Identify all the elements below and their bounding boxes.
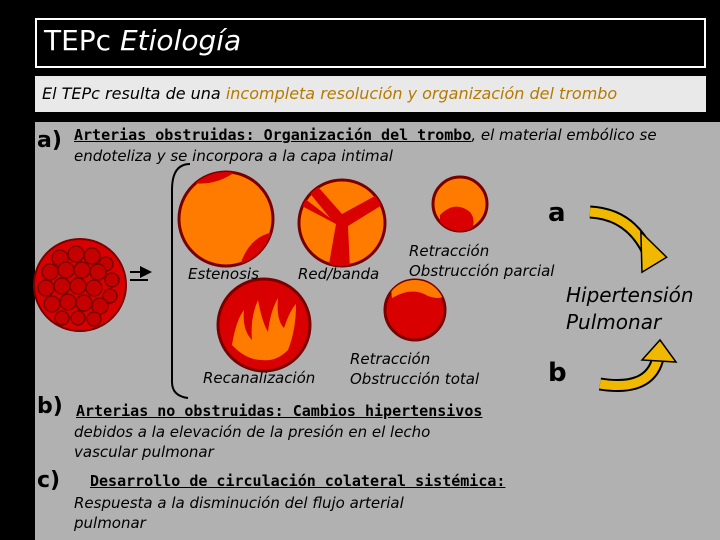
vessel-red-banda (297, 178, 387, 268)
label-retraccion-2: Retracción (350, 350, 431, 368)
label-obstruccion-parcial: Obstrucción parcial (409, 262, 555, 280)
vessel-obstruccion-parcial (431, 175, 489, 233)
bracket (171, 163, 191, 399)
label-estenosis: Estenosis (188, 265, 259, 283)
page-title: TEPc Etiología (44, 24, 241, 57)
section-b-heading-text: Arterias no obstruidas: Cambios hiperten… (76, 402, 483, 420)
section-a-line1: Arterias obstruidas: Organización del tr… (74, 126, 657, 144)
vessel-estenosis (177, 170, 275, 268)
section-c-text2: pulmonar (74, 514, 146, 532)
label-pulmonar: Pulmonar (566, 310, 662, 334)
marker-a: a (548, 198, 566, 228)
content-background (35, 122, 720, 540)
vessel-recanalizacion (216, 277, 312, 373)
section-b-letter: b) (37, 394, 63, 419)
subtitle-part1: El TEPc resulta de una (42, 84, 226, 103)
subtitle: El TEPc resulta de una incompleta resolu… (42, 84, 617, 103)
section-c-heading-text: Desarrollo de circulación colateral sist… (90, 472, 506, 490)
thrombus-cluster (33, 238, 127, 332)
section-b-text2: vascular pulmonar (74, 443, 214, 461)
section-a-text2: endoteliza y se incorpora a la capa inti… (74, 147, 393, 165)
marker-b: b (548, 358, 567, 388)
title-suffix: Etiología (119, 24, 242, 57)
title-prefix: TEPc (44, 24, 112, 57)
section-a-heading: Arterias obstruidas: Organización del tr… (74, 126, 472, 144)
section-c-text1: Respuesta a la disminución del flujo art… (74, 494, 404, 512)
section-a-letter: a) (37, 128, 62, 153)
section-c-letter: c) (37, 468, 61, 493)
label-recanalizacion: Recanalización (203, 369, 316, 387)
label-retraccion-1: Retracción (409, 242, 490, 260)
label-red-banda: Red/banda (298, 265, 380, 283)
section-b-text1: debidos a la elevación de la presión en … (74, 423, 431, 441)
section-a-text1: , el material embólico se (471, 126, 657, 144)
subtitle-box (35, 76, 706, 112)
subtitle-highlight: incompleta resolución y organización del… (225, 84, 618, 103)
curved-arrow-b (598, 338, 678, 392)
vessel-obstruccion-total (383, 278, 447, 342)
label-obstruccion-total: Obstrucción total (350, 370, 480, 388)
section-c-heading: Desarrollo de circulación colateral sist… (90, 472, 505, 490)
label-hipertension: Hipertensión (566, 283, 694, 307)
curved-arrow-a (589, 205, 668, 274)
title-box (35, 18, 706, 68)
section-b-heading: Arterias no obstruidas: Cambios hiperten… (76, 402, 482, 420)
